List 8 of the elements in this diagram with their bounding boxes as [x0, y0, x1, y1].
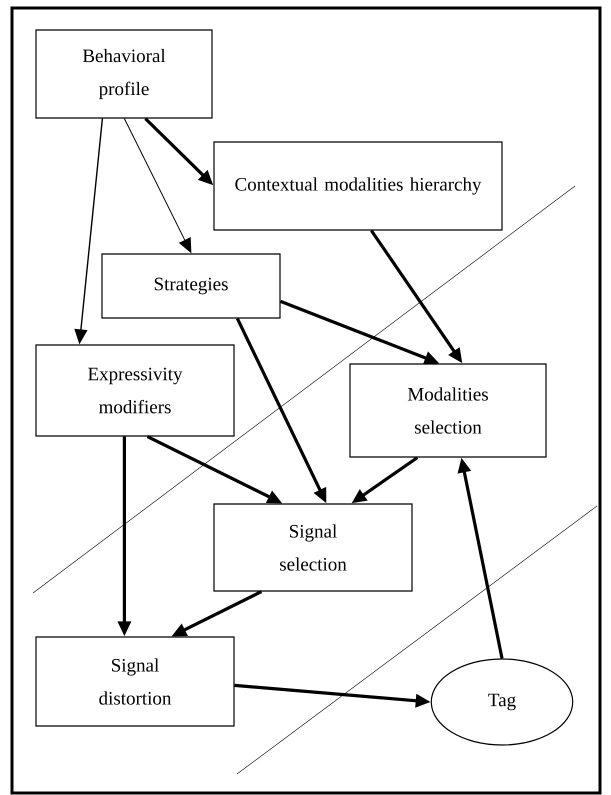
- process-box: Signal distortion: [35, 636, 235, 727]
- process-box: Expressivity modifiers: [35, 344, 235, 437]
- process-box: Behavioral profile: [35, 29, 213, 119]
- process-box: Contextual modalities hierarchy: [213, 141, 503, 231]
- ellipse-node: Tag: [430, 658, 574, 746]
- process-box: Signal selection: [213, 503, 413, 592]
- process-box: Strategies: [101, 253, 281, 319]
- process-box: Modalities selection: [349, 363, 547, 458]
